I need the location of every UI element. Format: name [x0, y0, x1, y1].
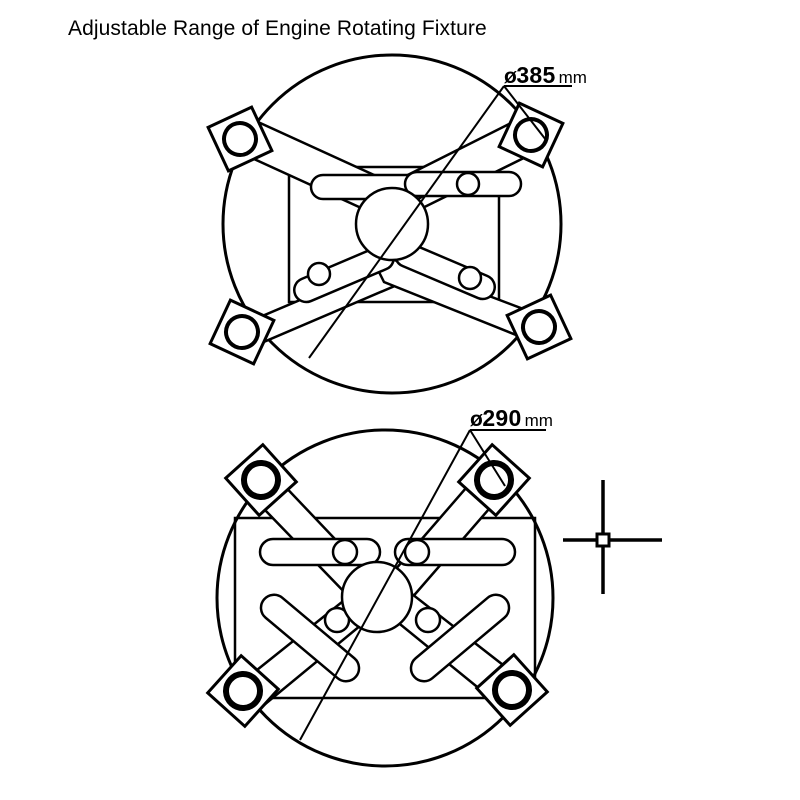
dimension-underline-upper: [504, 85, 572, 87]
lower-hub-circle: [340, 560, 414, 634]
diameter-symbol-icon: ø: [470, 408, 483, 431]
upper-view-group: [206, 53, 573, 395]
lower-view-group: [208, 428, 555, 768]
lower-diagonal-slot-left: [259, 593, 361, 683]
dimension-value-upper: 385: [516, 62, 556, 88]
upper-hub-circle: [354, 186, 430, 262]
dimension-unit-upper: mm: [558, 68, 587, 87]
diameter-symbol-icon: ø: [504, 65, 517, 88]
dimension-unit-lower: mm: [524, 411, 553, 430]
upper-slot-right: [403, 170, 523, 198]
lower-slot-left: [258, 537, 382, 567]
center-mark-square: [595, 532, 611, 548]
lower-slot-right: [393, 537, 517, 567]
page-title: Adjustable Range of Engine Rotating Fixt…: [68, 17, 487, 40]
center-mark-symbol: [563, 480, 662, 594]
lower-diagonal-slot-right: [409, 593, 511, 683]
upper-dimension-leader: [308, 85, 547, 359]
dimension-underline-lower: [470, 429, 546, 431]
upper-base-plate: [287, 165, 501, 304]
dimension-value-lower: 290: [482, 405, 522, 431]
lower-base-plate: [233, 516, 537, 700]
upper-diagonal-slot-left: [293, 244, 395, 304]
lower-dimension-leader: [299, 429, 506, 741]
